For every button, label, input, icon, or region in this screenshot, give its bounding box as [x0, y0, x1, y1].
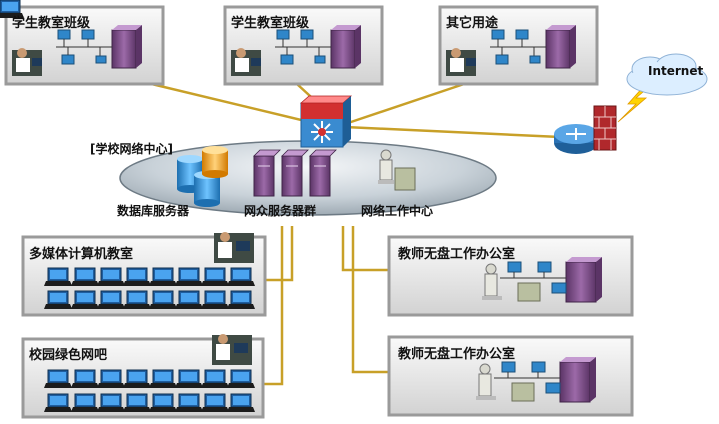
laptop-icon	[0, 0, 24, 18]
label-classroom1: 学生教室班级	[12, 16, 91, 31]
label-internet: Internet	[648, 64, 704, 78]
link-other-use	[341, 80, 471, 127]
links	[134, 78, 561, 386]
database-server-icon	[177, 146, 228, 207]
label-workcenter: 网络工作中心	[361, 204, 434, 218]
link-classroom1	[134, 78, 323, 127]
label-classroom2: 学生教室班级	[231, 16, 310, 31]
link-router	[344, 125, 561, 139]
link-office1	[341, 226, 388, 272]
firewall-icon	[593, 105, 617, 151]
link-cafe	[262, 226, 284, 386]
label-internet-cafe: 校园绿色网吧	[29, 348, 108, 363]
label-server-cluster: 网众服务器群	[244, 204, 317, 218]
operator-workstation-icon	[378, 149, 416, 191]
router-icon	[554, 124, 598, 154]
label-db-servers: 数据库服务器	[117, 204, 190, 218]
link-office2	[351, 226, 388, 374]
instructor-icon	[214, 232, 254, 263]
internet-cloud-icon	[626, 53, 708, 96]
label-teacher-office1: 教师无盘工作办公室	[398, 247, 516, 262]
label-teacher-office2: 教师无盘工作办公室	[398, 347, 516, 362]
link-multimedia	[264, 226, 294, 282]
panel-office2	[387, 335, 634, 417]
server-cluster-icon	[253, 149, 337, 197]
supervisor-icon	[212, 334, 252, 365]
label-multimedia-lab: 多媒体计算机教室	[29, 247, 134, 262]
workgroup-scene	[12, 25, 142, 76]
label-other-use: 其它用途	[446, 16, 499, 31]
office-scene	[482, 257, 602, 303]
core-switch-icon	[299, 95, 353, 148]
label-network-center: [学校网络中心]	[90, 142, 173, 156]
